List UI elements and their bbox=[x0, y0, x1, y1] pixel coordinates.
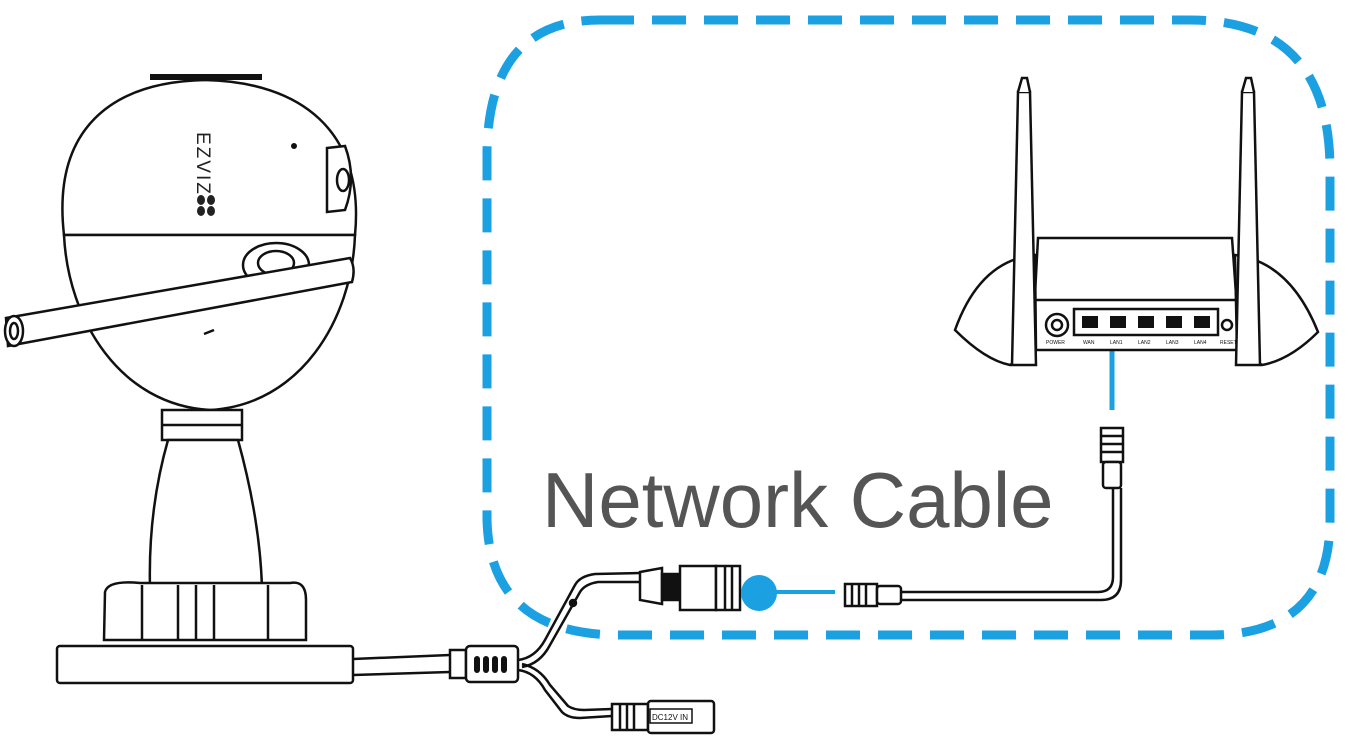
cable-split bbox=[517, 571, 641, 720]
dc-power-connector bbox=[610, 699, 716, 735]
connection-point-marker bbox=[741, 575, 835, 611]
cable-grip-ridges bbox=[474, 656, 507, 673]
router-port-label-lan1: LAN1 bbox=[1110, 340, 1123, 346]
router-port-label-lan2: LAN2 bbox=[1138, 340, 1151, 346]
router-power-label: POWER bbox=[1046, 340, 1065, 346]
rj45-plug-top bbox=[1099, 426, 1125, 490]
router-port-label-lan4: LAN4 bbox=[1194, 340, 1207, 346]
router-port-label-wan: WAN bbox=[1083, 340, 1095, 346]
rj45-plug-bottom bbox=[843, 582, 903, 608]
dc-power-label: DC12V IN bbox=[652, 713, 688, 722]
camera bbox=[3, 74, 358, 685]
router bbox=[953, 76, 1320, 367]
network-cable bbox=[900, 488, 1123, 602]
camera-rj45-connector bbox=[638, 564, 742, 612]
router-reset-label: RESET bbox=[1220, 340, 1237, 346]
camera-brand-label: EZVIZ bbox=[192, 132, 213, 196]
network-cable-caption: Network Cable bbox=[542, 456, 1054, 544]
highlight-region-dashed-border bbox=[482, 15, 1335, 640]
router-port-label-lan3: LAN3 bbox=[1166, 340, 1179, 346]
router-ports bbox=[1082, 316, 1210, 328]
ezviz-logo-icon bbox=[197, 195, 215, 216]
